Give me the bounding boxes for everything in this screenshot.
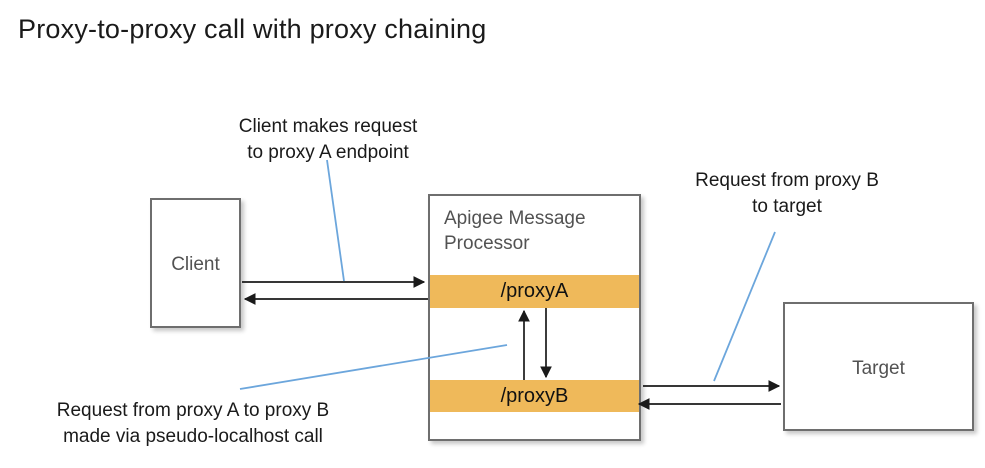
- proxy-band-proxyb[interactable]: /proxyB: [430, 380, 639, 412]
- annotation-proxyb-to-target: Request from proxy B to target: [695, 170, 879, 218]
- proxy-band-proxya[interactable]: /proxyA: [430, 275, 639, 308]
- page-title: Proxy-to-proxy call with proxy chaining: [18, 14, 487, 44]
- node-client[interactable]: Client: [150, 198, 241, 328]
- node-message-processor-label: Apigee Message Processor: [444, 208, 586, 255]
- leader-line-client-request: [326, 159, 345, 282]
- node-message-processor[interactable]: Apigee Message Processor /proxyA /proxyB: [428, 194, 641, 441]
- annotation-client-request: Client makes request to proxy A endpoint: [238, 116, 418, 164]
- proxy-band-proxyb-label: /proxyB: [500, 384, 569, 407]
- leader-line-proxyb-to-target: [713, 231, 776, 382]
- annotation-proxya-to-proxyb: Request from proxy A to proxy B made via…: [56, 400, 330, 448]
- node-target-label: Target: [852, 358, 905, 379]
- node-client-label: Client: [171, 254, 220, 275]
- node-target[interactable]: Target: [783, 302, 974, 431]
- proxy-band-proxya-label: /proxyA: [500, 280, 569, 302]
